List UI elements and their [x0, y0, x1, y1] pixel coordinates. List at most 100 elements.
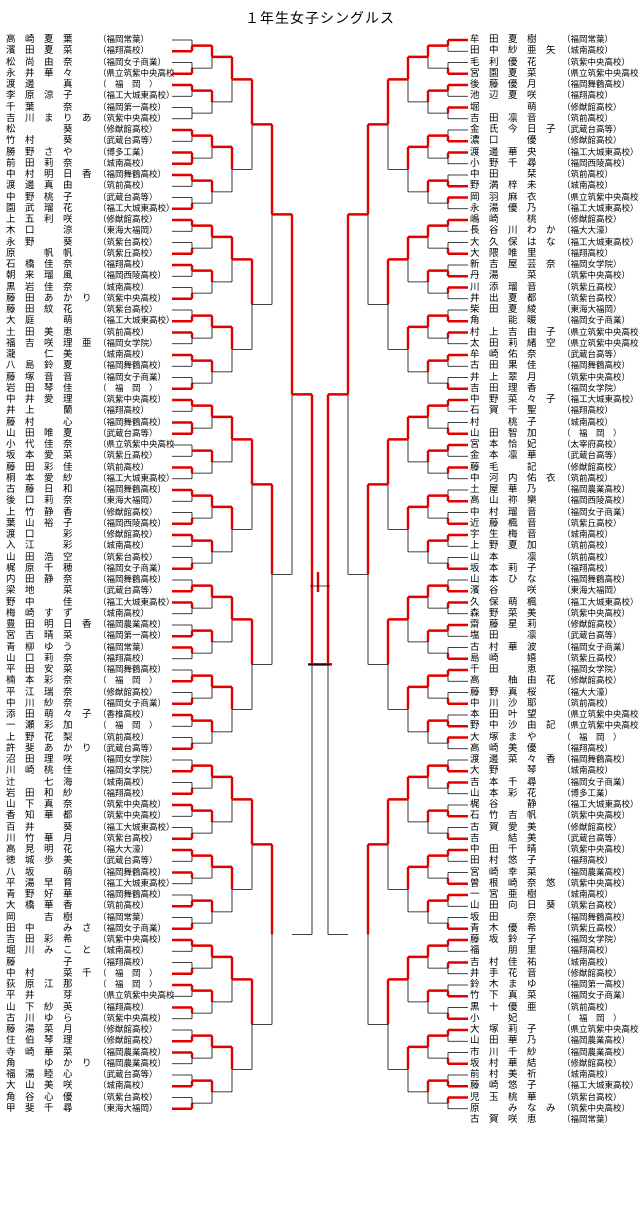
player-school: （福岡女学院） [562, 260, 622, 270]
player-name: 前 村 美 祈 [470, 1069, 537, 1080]
player-school: （福岡第一高校） [98, 631, 167, 642]
player-school: （福岡常葉） [98, 912, 150, 923]
player-school: （福岡舞鶴高校） [562, 755, 631, 765]
player-school: （福岡女学院） [562, 665, 622, 675]
player-school: （福工大城東高校） [98, 203, 174, 214]
player-entry: 池 辺 夏 咲（福翔高校） [470, 90, 638, 102]
player-entry: 上 竹 静 香（修猷館高校） [6, 507, 174, 519]
player-name: 大 塚 ま や [470, 731, 537, 743]
player-name: 中 村 菜 千 [6, 967, 92, 979]
player-school: （武蔵台高等） [98, 856, 158, 867]
player-name: 高 柚 由 花 [470, 675, 556, 687]
player-name: 竹 下 真 菜 [470, 990, 537, 1002]
player-school: （筑前高校） [98, 181, 150, 192]
player-entry: 青 野 好 華（福岡舞鶴高校） [6, 889, 174, 901]
player-entry: 楠 本 彩 奈（ 福 岡 ） [6, 675, 174, 687]
player-entry: 青 木 優 希（筑紫丘高校） [470, 923, 638, 935]
player-entry: 大 久 保 は な（福工大城東高校） [470, 237, 638, 249]
player-entry: 中 河 内 佑 衣（筑前高校） [470, 473, 638, 485]
player-entry: 毛 利 優 花（筑紫中央高校） [470, 57, 638, 69]
player-school: （福岡舞鶴高校） [562, 575, 631, 585]
player-entry: 内 田 静 奈（福岡舞鶴高校） [6, 574, 174, 586]
player-name: 荻 原 江 那 [6, 979, 73, 990]
player-school: （博多工業） [98, 147, 150, 158]
player-entry: 藤 毛 記（修猷館高校） [470, 462, 638, 474]
player-entry: 岩 田 琴 佳（ 福 岡 ） [6, 383, 174, 395]
player-entry: 住 伯 琴 理（修猷館高校） [6, 1035, 174, 1047]
player-entry: 古 川 ゆ ら（筑紫中央高校） [6, 1013, 174, 1025]
player-entry: 山 田 浩 空（筑紫台高校） [6, 552, 174, 564]
player-entry: 中 田 栞（筑前高校） [470, 169, 638, 181]
player-name: 原 み な み [470, 1102, 556, 1114]
player-school: （筑前高校） [562, 1002, 614, 1013]
player-school: （武蔵台高等） [98, 743, 158, 754]
player-name: 沼 田 理 咲 [6, 754, 73, 765]
player-entry: 梁 地 菜（武蔵台高等） [6, 585, 174, 597]
player-entry: 丹 湯 菜（筑紫中央高校） [470, 270, 638, 282]
player-entry: 藤 村 心（福岡舞鶴高校） [6, 417, 174, 429]
player-school: （福大大濠） [562, 687, 614, 698]
player-name: 角 谷 心 優 [6, 1091, 73, 1103]
player-entry: 石 竹 吉 帆（筑紫中央高校） [470, 810, 638, 822]
player-school: （修猷館高校） [98, 687, 158, 698]
player-school: （筑前高校） [562, 473, 614, 484]
player-school: （県立筑紫中央高校） [98, 68, 174, 79]
player-school: （福岡農業高校） [98, 1058, 167, 1069]
player-name: 山 下 真 奈 [6, 799, 73, 810]
player-school: （福翔高校） [98, 788, 150, 799]
player-name: 楠 本 彩 奈 [6, 675, 73, 687]
player-entry: 吉 田 凛 音（筑前高校） [470, 113, 638, 125]
player-school: （福岡農業高校） [98, 1047, 167, 1058]
player-school: （福工大城東高校） [98, 473, 174, 484]
player-name: 柴 田 夏 綾 [470, 304, 537, 315]
player-entry: 甲 斐 千 尋（東海大福岡） [6, 1103, 174, 1115]
player-name: 千 葉 奈 [6, 101, 73, 113]
player-entry: 坂 村 華 結（修猷館高校） [470, 1058, 638, 1070]
player-school: （福岡第一高校） [98, 102, 167, 113]
player-name: 野 中 佳 [6, 596, 73, 608]
player-entry: 山 田 智 加（ 福 岡 ） [470, 428, 638, 440]
player-entry: 小 妃（ 福 岡 ） [470, 1013, 638, 1025]
player-name: 坂 本 莉 子 [470, 562, 537, 574]
player-entry: 金 氏 今 日 子（武蔵台高等） [470, 124, 638, 136]
player-school: （武蔵台高等） [562, 125, 622, 135]
player-name: 山 本 彩 花 [470, 787, 537, 799]
player-name: 中 田 栞 [470, 169, 537, 180]
player-entry: 一 宮 亜 樹（城南高校） [470, 889, 638, 901]
player-entry: 瀧 仁 美（城南高校） [6, 349, 174, 361]
player-school: （修猷館高校） [562, 462, 622, 473]
player-name: 堀 萌 [470, 101, 537, 113]
player-entry: 藤 野 真 桜（福大大濠） [470, 687, 638, 699]
player-name: 中 野 桃 子 [6, 191, 73, 203]
player-school: （福岡舞鶴高校） [562, 80, 631, 90]
player-school: （筑紫中央高校） [98, 113, 167, 124]
player-name: 大 塚 莉 子 [470, 1024, 537, 1035]
player-entry: 許 斐 あ か り（武蔵台高等） [6, 743, 174, 755]
player-school: （福工大城東高校） [98, 878, 174, 889]
player-school: （県立筑紫中央高校） [562, 338, 638, 349]
player-name: 山 口 莉 奈 [6, 652, 73, 664]
player-name: 大 庭 萌 [6, 315, 73, 327]
player-name: 井 上 蘭 [6, 405, 73, 417]
player-entry: 中 田 千 晴（筑紫中央高校） [470, 844, 638, 856]
player-entry: 中 村 瑠 音（福岡女子商業） [470, 507, 638, 519]
player-entry: 平 井 芽（県立筑紫中央高校） [6, 990, 174, 1002]
player-name: 藤 田 あ か り [6, 292, 92, 304]
player-entry: 金 本 凛 華（武蔵台高等） [470, 450, 638, 462]
player-school: （修猷館高校） [562, 102, 622, 113]
player-name: 古 川 ゆ ら [6, 1012, 73, 1024]
player-school: （福工大城東高校） [562, 597, 638, 608]
player-school: （県立筑紫中央高校） [98, 440, 174, 450]
player-name: 大 久 保 は な [470, 236, 556, 248]
player-name: 一 瀬 彩 加 [6, 720, 73, 732]
player-name: 野 満 梓 未 [470, 180, 537, 192]
player-school: （武蔵台高等） [562, 631, 622, 642]
player-name: 山 本 凛 [470, 551, 537, 563]
player-entry: 徳 城 歩 美（武蔵台高等） [6, 855, 174, 867]
player-name: 藤 坂 鈴 子 [470, 934, 537, 945]
player-school: （福岡第一高校） [562, 980, 631, 990]
player-name: 藤 田 彩 佳 [6, 461, 73, 473]
player-school: （東海大福岡） [562, 586, 622, 597]
player-school: （福岡舞鶴高校） [98, 485, 167, 495]
